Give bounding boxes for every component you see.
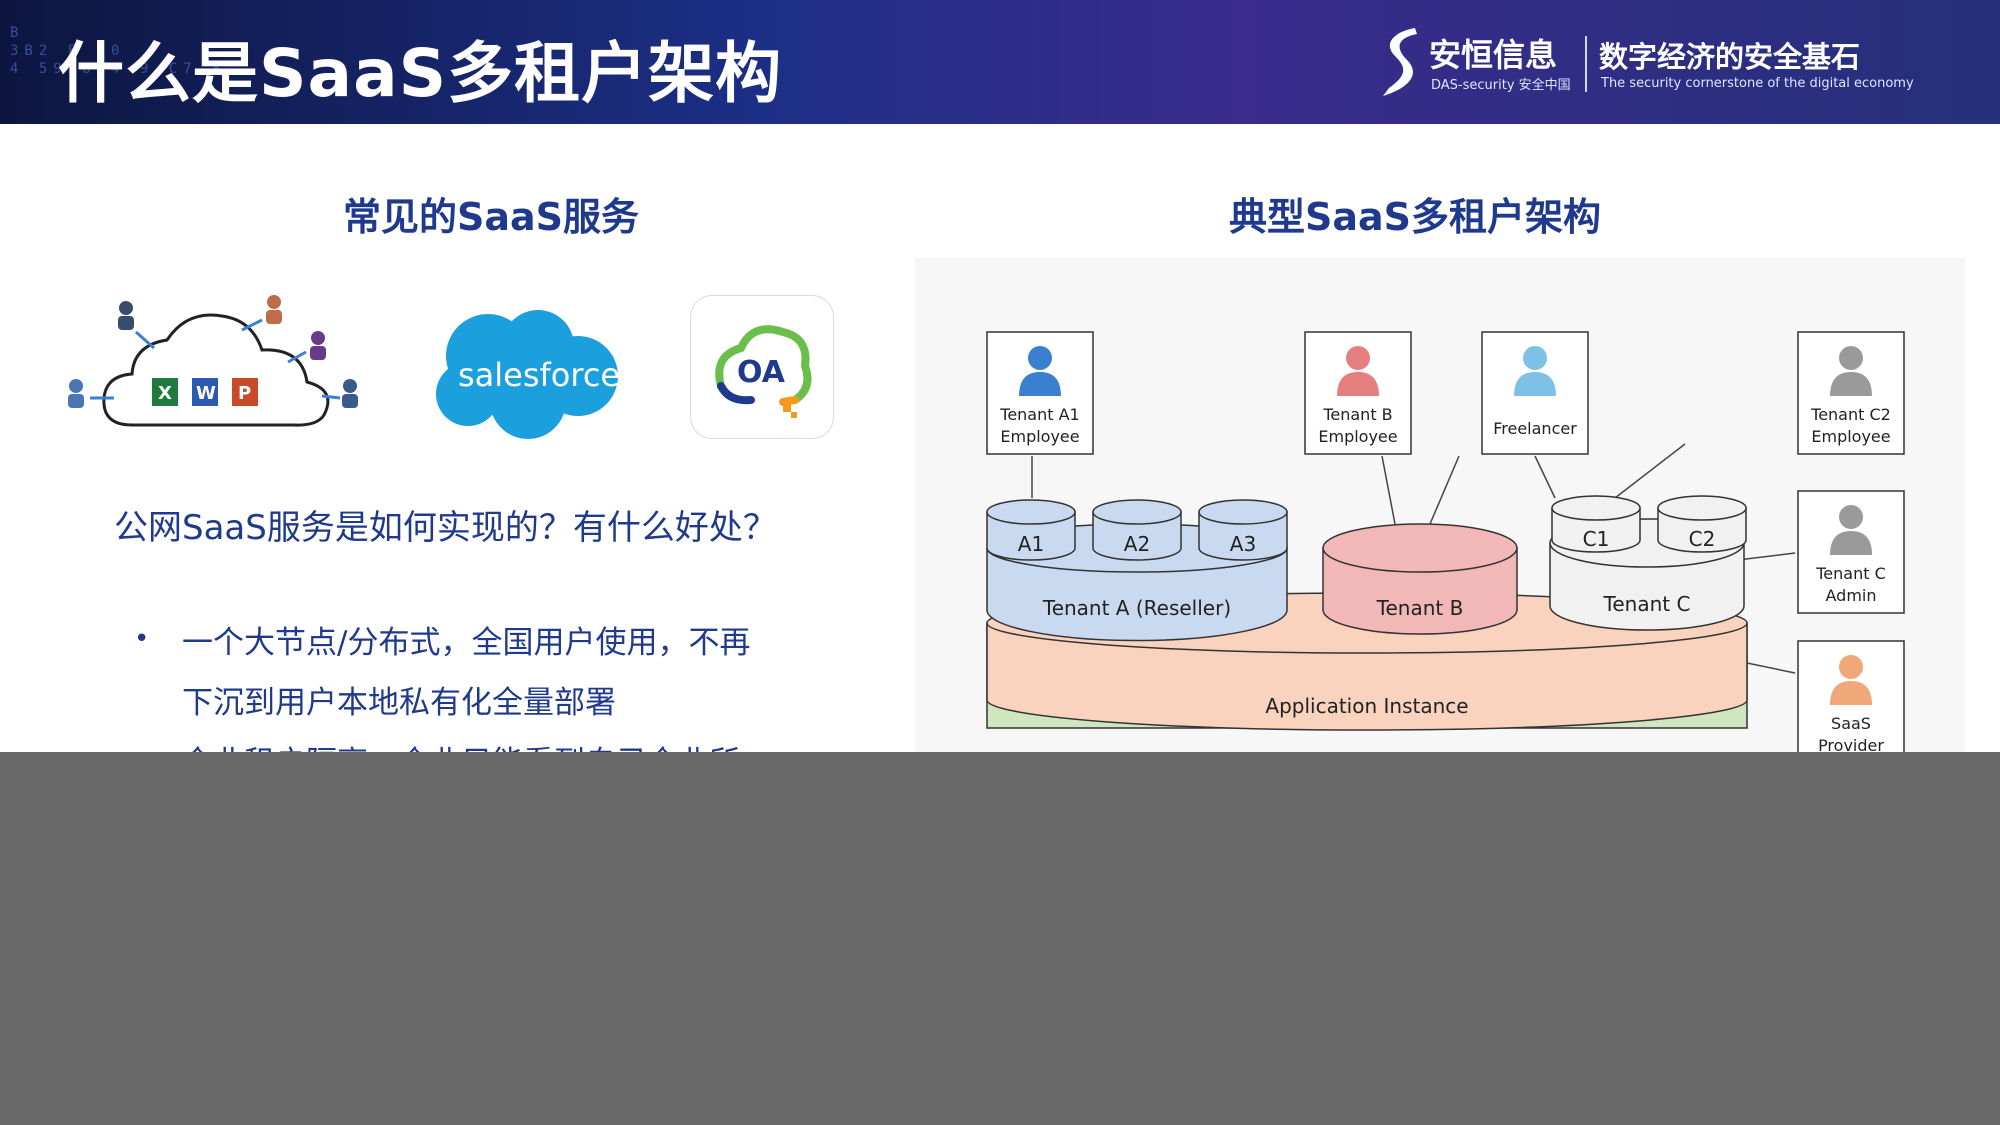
cloud-office-illustration: X W P <box>68 295 358 427</box>
svg-text:Employee: Employee <box>1318 427 1397 446</box>
user-box-tenant-c2-employee: Tenant C2 Employee <box>1797 331 1905 455</box>
svg-text:Tenant C2: Tenant C2 <box>1810 405 1891 424</box>
left-section-title: 常见的SaaS服务 <box>343 195 640 239</box>
das-security-logo-icon <box>1383 28 1417 96</box>
brand-slogan-en: The security cornerstone of the digital … <box>1601 76 1914 91</box>
svg-text:Employee: Employee <box>1000 427 1079 446</box>
user-box-saas-provider: SaaS Provider <box>1797 640 1905 764</box>
svg-text:Tenant B: Tenant B <box>1376 596 1464 620</box>
user-icon-left <box>68 379 84 408</box>
screen-overlay <box>0 752 2000 1125</box>
svg-text:Admin: Admin <box>1826 586 1877 605</box>
svg-text:A3: A3 <box>1230 532 1256 556</box>
page-title: 什么是SaaS多租户架构 <box>58 35 783 112</box>
salesforce-wordmark: salesforce <box>458 356 620 394</box>
svg-text:Freelancer: Freelancer <box>1493 419 1577 438</box>
svg-text:SaaS: SaaS <box>1831 714 1871 733</box>
multitenant-diagram: Application Instance Tenant A (Reseller)… <box>915 258 1965 764</box>
bullet-marker-1: • <box>134 624 150 654</box>
user-box-tenant-c-admin: Tenant C Admin <box>1797 490 1905 614</box>
brand-logo-block: 安恒信息 DAS-security 安全中国 数字经济的安全基石 The sec… <box>1375 22 1975 106</box>
db-a2-cylinder: A2 <box>1092 499 1182 561</box>
person-icon <box>1830 346 1872 396</box>
db-c1-cylinder: C1 <box>1551 495 1641 553</box>
svg-text:C1: C1 <box>1583 527 1610 551</box>
bullet-1-line-2: 下沉到用户本地私有化全量部署 <box>182 685 616 721</box>
person-icon <box>1830 655 1872 705</box>
header-digits-decoration: B 3B2 F D0 4 5926 4 9 C7 8 <box>10 25 227 77</box>
brand-name: 安恒信息 <box>1429 36 1558 74</box>
powerpoint-icon: P <box>232 378 258 406</box>
multitenant-diagram-svg: Application Instance Tenant A (Reseller)… <box>986 331 1905 764</box>
person-icon <box>1830 505 1872 555</box>
question-text: 公网SaaS服务是如何实现的？有什么好处？ <box>114 508 777 548</box>
salesforce-logo: salesforce <box>436 310 620 439</box>
svg-text:P: P <box>238 383 251 404</box>
svg-text:OA: OA <box>737 355 786 390</box>
word-icon: W <box>192 378 218 406</box>
tenant-b-cylinder: Tenant B <box>1322 523 1518 635</box>
bullet-1-line-1: 一个大节点/分布式，全国用户使用，不再 <box>182 625 751 661</box>
svg-text:Provider: Provider <box>1818 736 1884 755</box>
oa-cloud-icon: OA <box>715 325 812 418</box>
user-box-tenant-b-employee: Tenant B Employee <box>1304 331 1412 455</box>
svg-text:A1: A1 <box>1018 532 1044 556</box>
brand-slogan: 数字经济的安全基石 <box>1599 40 1861 74</box>
svg-text:Tenant A (Reseller): Tenant A (Reseller) <box>1042 596 1231 620</box>
salesforce-cloud-icon <box>436 310 618 439</box>
db-a1-cylinder: A1 <box>986 499 1076 561</box>
user-icon-top-left <box>118 301 134 330</box>
brand-divider <box>1585 36 1587 92</box>
svg-text:Tenant A1: Tenant A1 <box>999 405 1079 424</box>
person-icon <box>1337 346 1379 396</box>
excel-icon: X <box>152 378 178 406</box>
svg-text:W: W <box>196 383 216 404</box>
person-icon <box>1514 346 1556 396</box>
svg-text:C2: C2 <box>1689 527 1716 551</box>
person-icon <box>1019 346 1061 396</box>
header-banner: B 3B2 F D0 4 5926 4 9 C7 8 什么是SaaS多租户架构 … <box>0 0 2000 124</box>
arrow-icons <box>90 318 341 400</box>
oa-app-logo: OA <box>690 295 834 439</box>
user-icon-right <box>342 379 358 408</box>
svg-text:Employee: Employee <box>1811 427 1890 446</box>
brand-name-en: DAS-security 安全中国 <box>1431 78 1571 93</box>
svg-text:Tenant C: Tenant C <box>1603 592 1691 616</box>
user-icon-top <box>266 295 282 324</box>
svg-text:X: X <box>158 383 172 404</box>
svg-text:Tenant B: Tenant B <box>1322 405 1392 424</box>
right-section-title: 典型SaaS多租户架构 <box>1229 195 1602 239</box>
svg-text:A2: A2 <box>1124 532 1150 556</box>
user-box-freelancer: Freelancer <box>1481 331 1589 455</box>
svg-text:Tenant C: Tenant C <box>1815 564 1886 583</box>
svg-text:Application Instance: Application Instance <box>1265 694 1468 718</box>
db-a3-cylinder: A3 <box>1198 499 1288 561</box>
user-box-tenant-a1-employee: Tenant A1 Employee <box>986 331 1094 455</box>
user-icon-top-right <box>310 331 326 360</box>
db-c2-cylinder: C2 <box>1657 495 1747 553</box>
